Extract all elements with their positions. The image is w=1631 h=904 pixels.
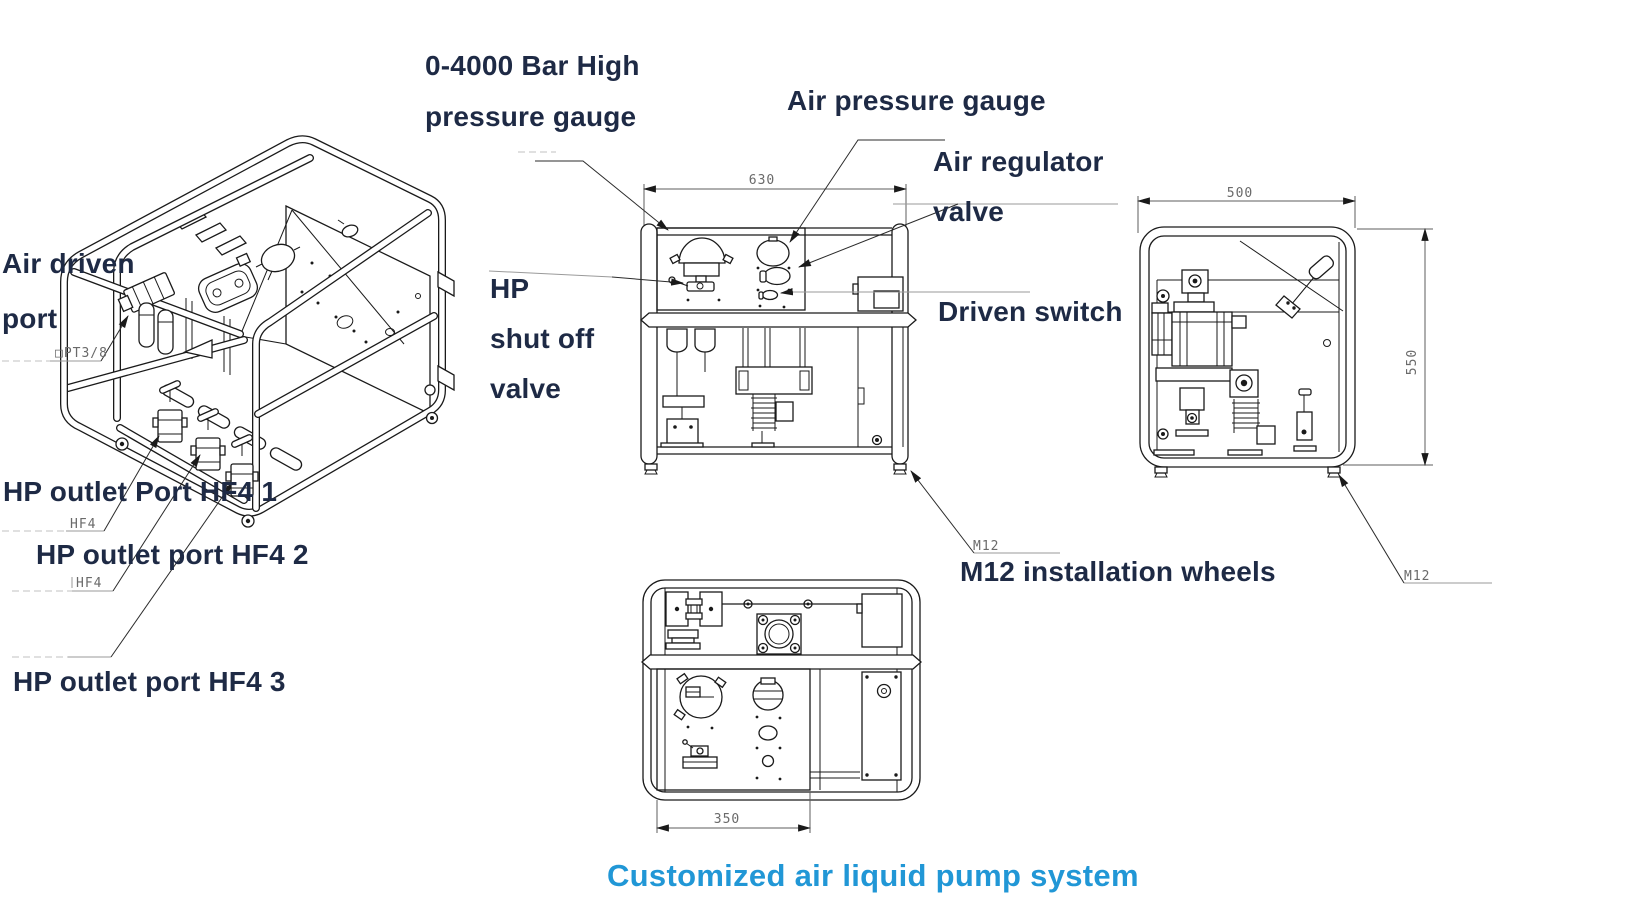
front-side-box	[852, 276, 904, 312]
top-gauge-1	[673, 672, 727, 721]
iso-wheels	[115, 411, 439, 528]
leader-outlet-2	[112, 454, 201, 592]
drawing-title: Customized air liquid pump system	[607, 858, 1139, 893]
callout-outlet-2: HP outlet port HF4 2	[36, 539, 309, 570]
iso-outlet-valve-1	[152, 380, 188, 443]
top-lower-right-box	[861, 671, 902, 781]
dim-500: 500	[1136, 186, 1357, 233]
iso-frame-tubes	[60, 135, 446, 517]
leader-shutoff-valve	[611, 276, 685, 286]
leader-wheel-front	[910, 470, 975, 554]
callout-m12-wheels: M12 installation wheels	[960, 556, 1276, 587]
callout-hp-shutoff-line2: shut off	[490, 323, 595, 354]
iso-bracket-upper	[437, 270, 455, 298]
top-view: 350	[641, 579, 922, 833]
cad-m12-side-label: M12	[1404, 569, 1430, 584]
front-control-panel	[656, 227, 806, 311]
callout-air-pressure-gauge: Air pressure gauge	[787, 85, 1046, 116]
top-valve	[682, 739, 718, 769]
front-interior	[660, 327, 904, 448]
top-bracket	[665, 629, 701, 650]
side-diagonal-brace	[1239, 240, 1344, 312]
top-cylinder-flange	[756, 613, 802, 655]
iso-outlet-valve-3	[225, 434, 259, 497]
front-view: 630	[640, 173, 917, 475]
callout-hp-gauge-line2: pressure gauge	[425, 101, 637, 132]
cad-pt38-label: □PT3/8	[55, 346, 108, 361]
leader-air-pressure-gauge	[789, 139, 945, 243]
leader-driven-switch	[779, 288, 794, 296]
iso-bracket-lower	[437, 364, 455, 392]
front-hp-gauge	[669, 237, 734, 283]
leader-hp-gauge	[535, 160, 669, 231]
front-regulator-valve	[759, 266, 791, 286]
top-right-box	[861, 593, 903, 648]
iso-air-filter-unit	[117, 272, 175, 355]
cad-hf4-2-label: HF4	[76, 576, 102, 591]
callout-air-driven-line2: port	[2, 303, 58, 334]
side-handle-lever	[1275, 255, 1334, 319]
callout-air-regulator-line2: valve	[933, 196, 1005, 227]
dim-front-width: 630	[749, 173, 775, 188]
iso-internal-panel	[239, 204, 436, 416]
callout-hp-gauge-line1: 0-4000 Bar High	[425, 50, 640, 81]
callout-air-driven-port: Air driven port	[2, 250, 135, 333]
callout-hp-shutoff: HP shut off valve	[490, 275, 594, 403]
iso-gauge	[255, 243, 301, 281]
top-gauge-2	[752, 677, 784, 711]
front-air-gauge-nub	[768, 236, 778, 242]
callout-outlet-3: HP outlet port HF4 3	[13, 666, 286, 697]
cad-hf4-1-label: HF4	[70, 517, 96, 532]
callout-driven-switch: Driven switch	[938, 296, 1123, 327]
dim-630: 630	[642, 173, 908, 233]
callout-hp-shutoff-line1: HP	[490, 273, 530, 304]
side-pump-assembly	[1151, 269, 1331, 456]
callout-air-regulator-line1: Air regulator	[933, 146, 1104, 177]
front-shutoff-valve	[668, 276, 715, 292]
cad-annotations: □PT3/8 HF4 HF4 M12 M12	[55, 346, 1430, 591]
leader-air-driven-port	[100, 315, 129, 362]
callout-outlet-1: HP outlet Port HF4 1	[3, 476, 278, 507]
front-mid-band	[640, 312, 917, 328]
top-clamp-assembly	[665, 591, 723, 627]
callout-air-driven-line1: Air driven	[2, 248, 135, 279]
top-mid-band	[641, 654, 922, 670]
dim-side-width: 500	[1227, 186, 1253, 201]
iso-pump-head	[197, 252, 259, 313]
leader-lines	[2, 139, 1492, 658]
leader-wheel-side	[1338, 474, 1405, 584]
callout-hp-shutoff-line3: valve	[490, 373, 562, 404]
side-view: 500 550	[1136, 186, 1433, 478]
dim-550: 550	[1343, 227, 1433, 467]
dim-side-height: 550	[1405, 349, 1420, 375]
leader-air-regulator	[797, 203, 959, 268]
dim-top-width: 350	[714, 812, 740, 827]
cad-m12-front-label: M12	[973, 539, 999, 554]
isometric-view	[60, 135, 455, 528]
front-driven-switch	[758, 289, 779, 301]
callout-hp-gauge: 0-4000 Bar High pressure gauge	[425, 52, 640, 131]
dim-350: 350	[655, 792, 812, 833]
front-air-gauge	[756, 239, 790, 267]
leader-outlet-3	[110, 482, 233, 658]
leader-outlet-1	[103, 435, 160, 532]
callout-air-regulator: Air regulator valve	[933, 148, 1104, 226]
